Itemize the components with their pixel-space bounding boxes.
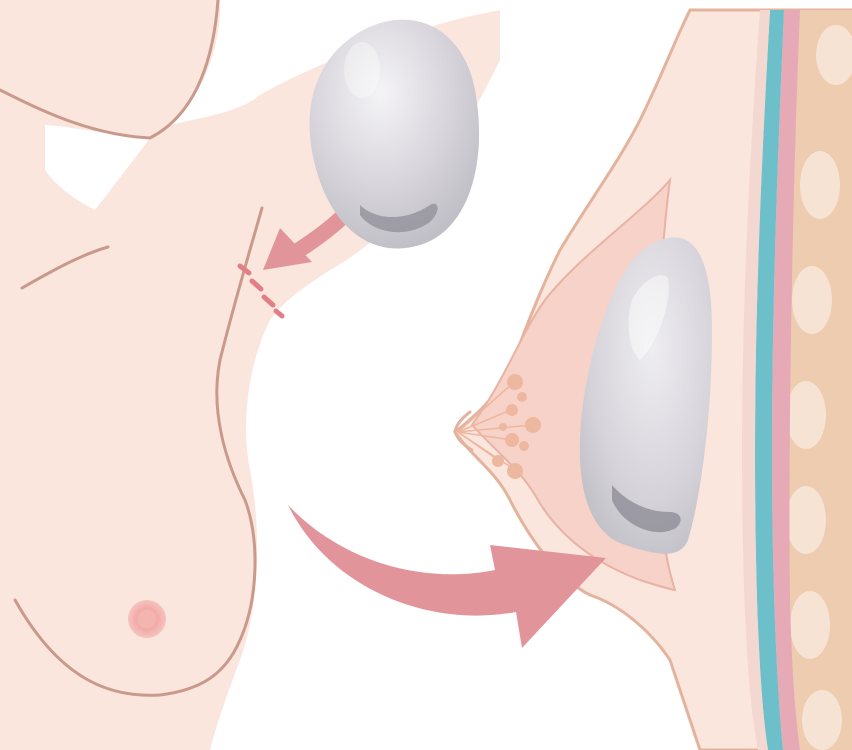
fascia-layer	[755, 10, 784, 750]
gland-lobules	[492, 374, 541, 479]
cross-section-view	[452, 8, 852, 750]
body-side-contour	[13, 206, 264, 697]
subcutaneous-strip	[742, 10, 770, 750]
nipple	[138, 610, 156, 628]
silicone-implant-icon	[309, 19, 480, 249]
nipple-tip	[453, 410, 474, 452]
pectoral-muscle-layer	[772, 10, 800, 750]
curved-arrow-icon	[288, 505, 606, 648]
arm-outline	[0, 0, 220, 140]
armpit-gap	[45, 125, 150, 210]
placed-implant-shadow	[612, 485, 681, 533]
placed-implant	[579, 237, 712, 554]
axillary-incision-icon	[237, 263, 285, 319]
chest-crease	[20, 245, 110, 290]
milk-ducts	[457, 382, 533, 471]
implant-shadow	[360, 203, 438, 233]
ribs	[786, 25, 852, 750]
